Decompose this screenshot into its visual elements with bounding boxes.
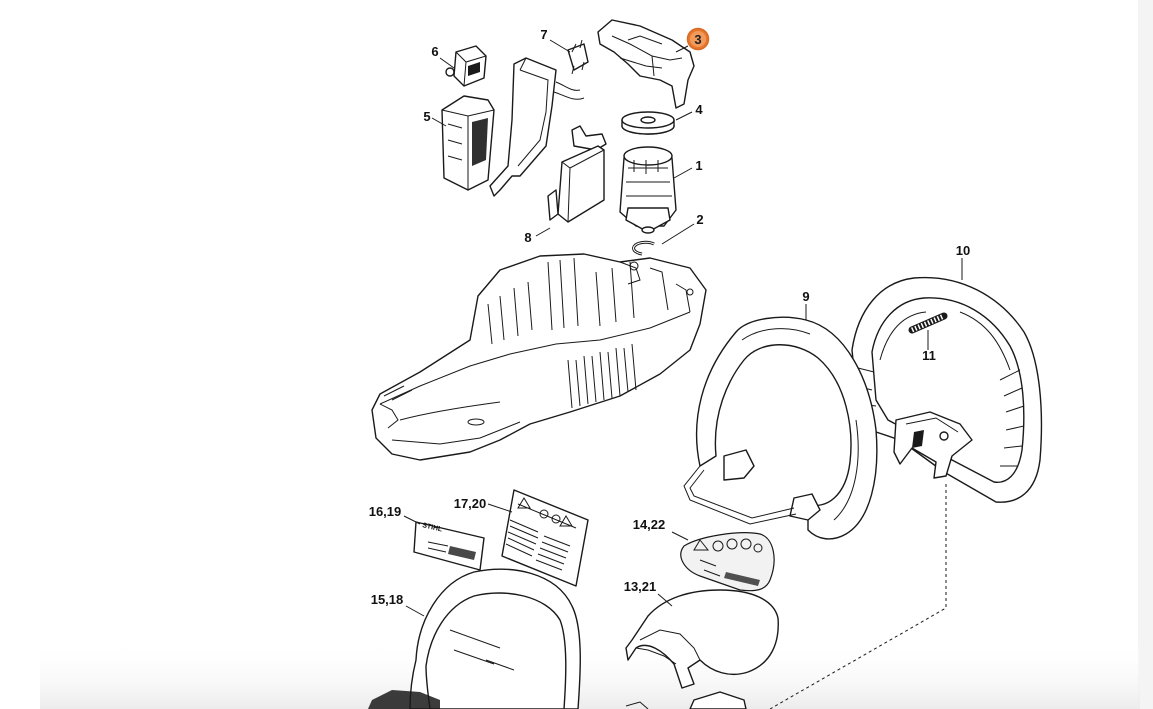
part-4-disc[interactable] [621, 111, 675, 135]
leader-15-18 [405, 605, 425, 617]
callout-4: 4 [695, 102, 703, 117]
highlight-badge-inner [690, 31, 706, 47]
leader-16-19 [403, 515, 421, 525]
alignment-line [769, 484, 947, 709]
page-edge-shade [1138, 0, 1153, 709]
part-8-cover[interactable] [547, 125, 607, 223]
part-6-connector[interactable] [445, 45, 487, 87]
sticker-16-19[interactable]: STIHL [413, 521, 485, 571]
callout-15-18: 15,18 [371, 592, 404, 607]
callout-9: 9 [802, 289, 809, 304]
callout-7: 7 [540, 27, 547, 42]
leader-3 [675, 45, 689, 53]
leader-4 [675, 111, 693, 121]
sticker-14-22[interactable] [680, 532, 775, 592]
part-10-handle-frame[interactable] [851, 276, 1043, 503]
part-2-snap-ring[interactable] [632, 240, 655, 256]
part-3-cover[interactable] [597, 19, 695, 109]
callout-5: 5 [423, 109, 430, 124]
main-housing[interactable] [371, 253, 707, 461]
callout-6: 6 [431, 44, 438, 59]
part-7-switch[interactable] [567, 39, 589, 75]
callout-13-21: 13,21 [624, 579, 657, 594]
highlight-label: 3 [694, 32, 701, 47]
leader-6 [439, 57, 455, 69]
leader-14-22 [671, 531, 689, 541]
callout-11: 11 [922, 348, 936, 363]
callout-2: 2 [696, 212, 703, 227]
part-9-bow-handle[interactable] [683, 316, 878, 540]
leader-5 [431, 117, 447, 127]
part-11-spring[interactable] [908, 312, 948, 334]
part-15-18-handle-shell[interactable] [368, 568, 581, 709]
sticker-brand: STIHL [422, 522, 444, 534]
sticker-17-20[interactable] [501, 489, 589, 587]
part-13-21-grip-shell[interactable] [625, 589, 779, 689]
bottom-fade [40, 640, 1140, 709]
callout-10: 10 [956, 243, 970, 258]
part-5-electronics-module[interactable] [441, 57, 585, 197]
leader-17-20 [487, 503, 513, 513]
partial-bottom-part [625, 691, 747, 709]
leader-7 [549, 39, 571, 53]
leader-13-21 [657, 593, 673, 607]
part-1-motor[interactable] [619, 146, 677, 234]
leader-8 [535, 227, 551, 237]
leader-1 [673, 167, 693, 179]
callout-14-22: 14,22 [633, 517, 666, 532]
callout-1: 1 [695, 158, 702, 173]
callout-16-19: 16,19 [369, 504, 402, 519]
callout-17-20: 17,20 [454, 496, 487, 511]
callout-8: 8 [524, 230, 531, 245]
leader-2 [661, 223, 695, 245]
